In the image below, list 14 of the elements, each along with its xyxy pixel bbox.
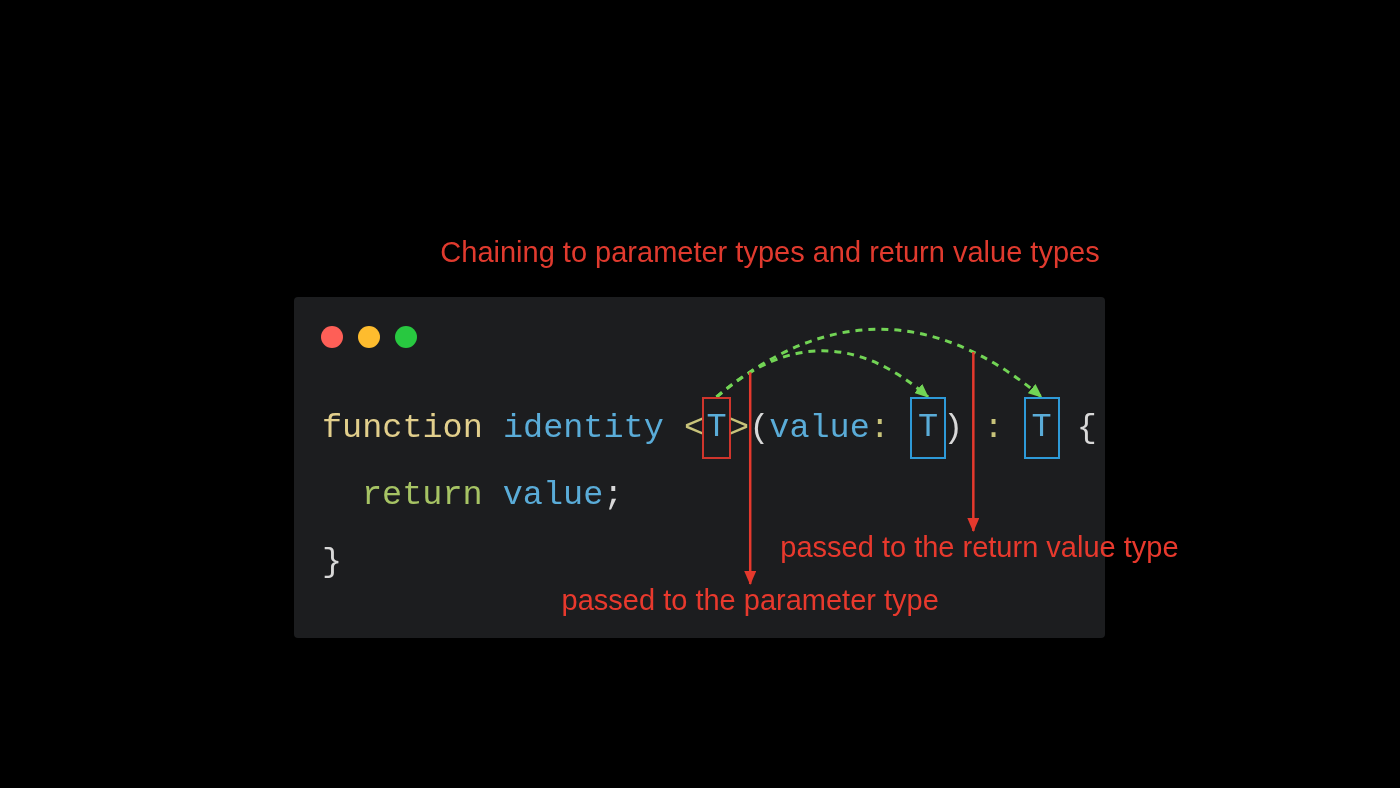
code-text: return value; — [362, 475, 624, 515]
callout-label: passed to the parameter type — [561, 584, 939, 617]
code-text: function identity < — [322, 408, 704, 448]
arrow — [744, 372, 757, 585]
highlight-box: T — [910, 397, 947, 459]
callout-label: passed to the return value type — [780, 531, 1179, 564]
code-text: >(value: — [729, 408, 890, 448]
code-text: } — [322, 542, 343, 582]
arrow — [967, 352, 980, 532]
highlight-box: T — [702, 397, 731, 459]
dashed-arrow — [715, 327, 1043, 399]
code-text: { — [1076, 408, 1097, 448]
highlight-box: T — [1023, 397, 1060, 459]
diagram-title: Chaining to parameter types and return value types — [440, 236, 1100, 269]
